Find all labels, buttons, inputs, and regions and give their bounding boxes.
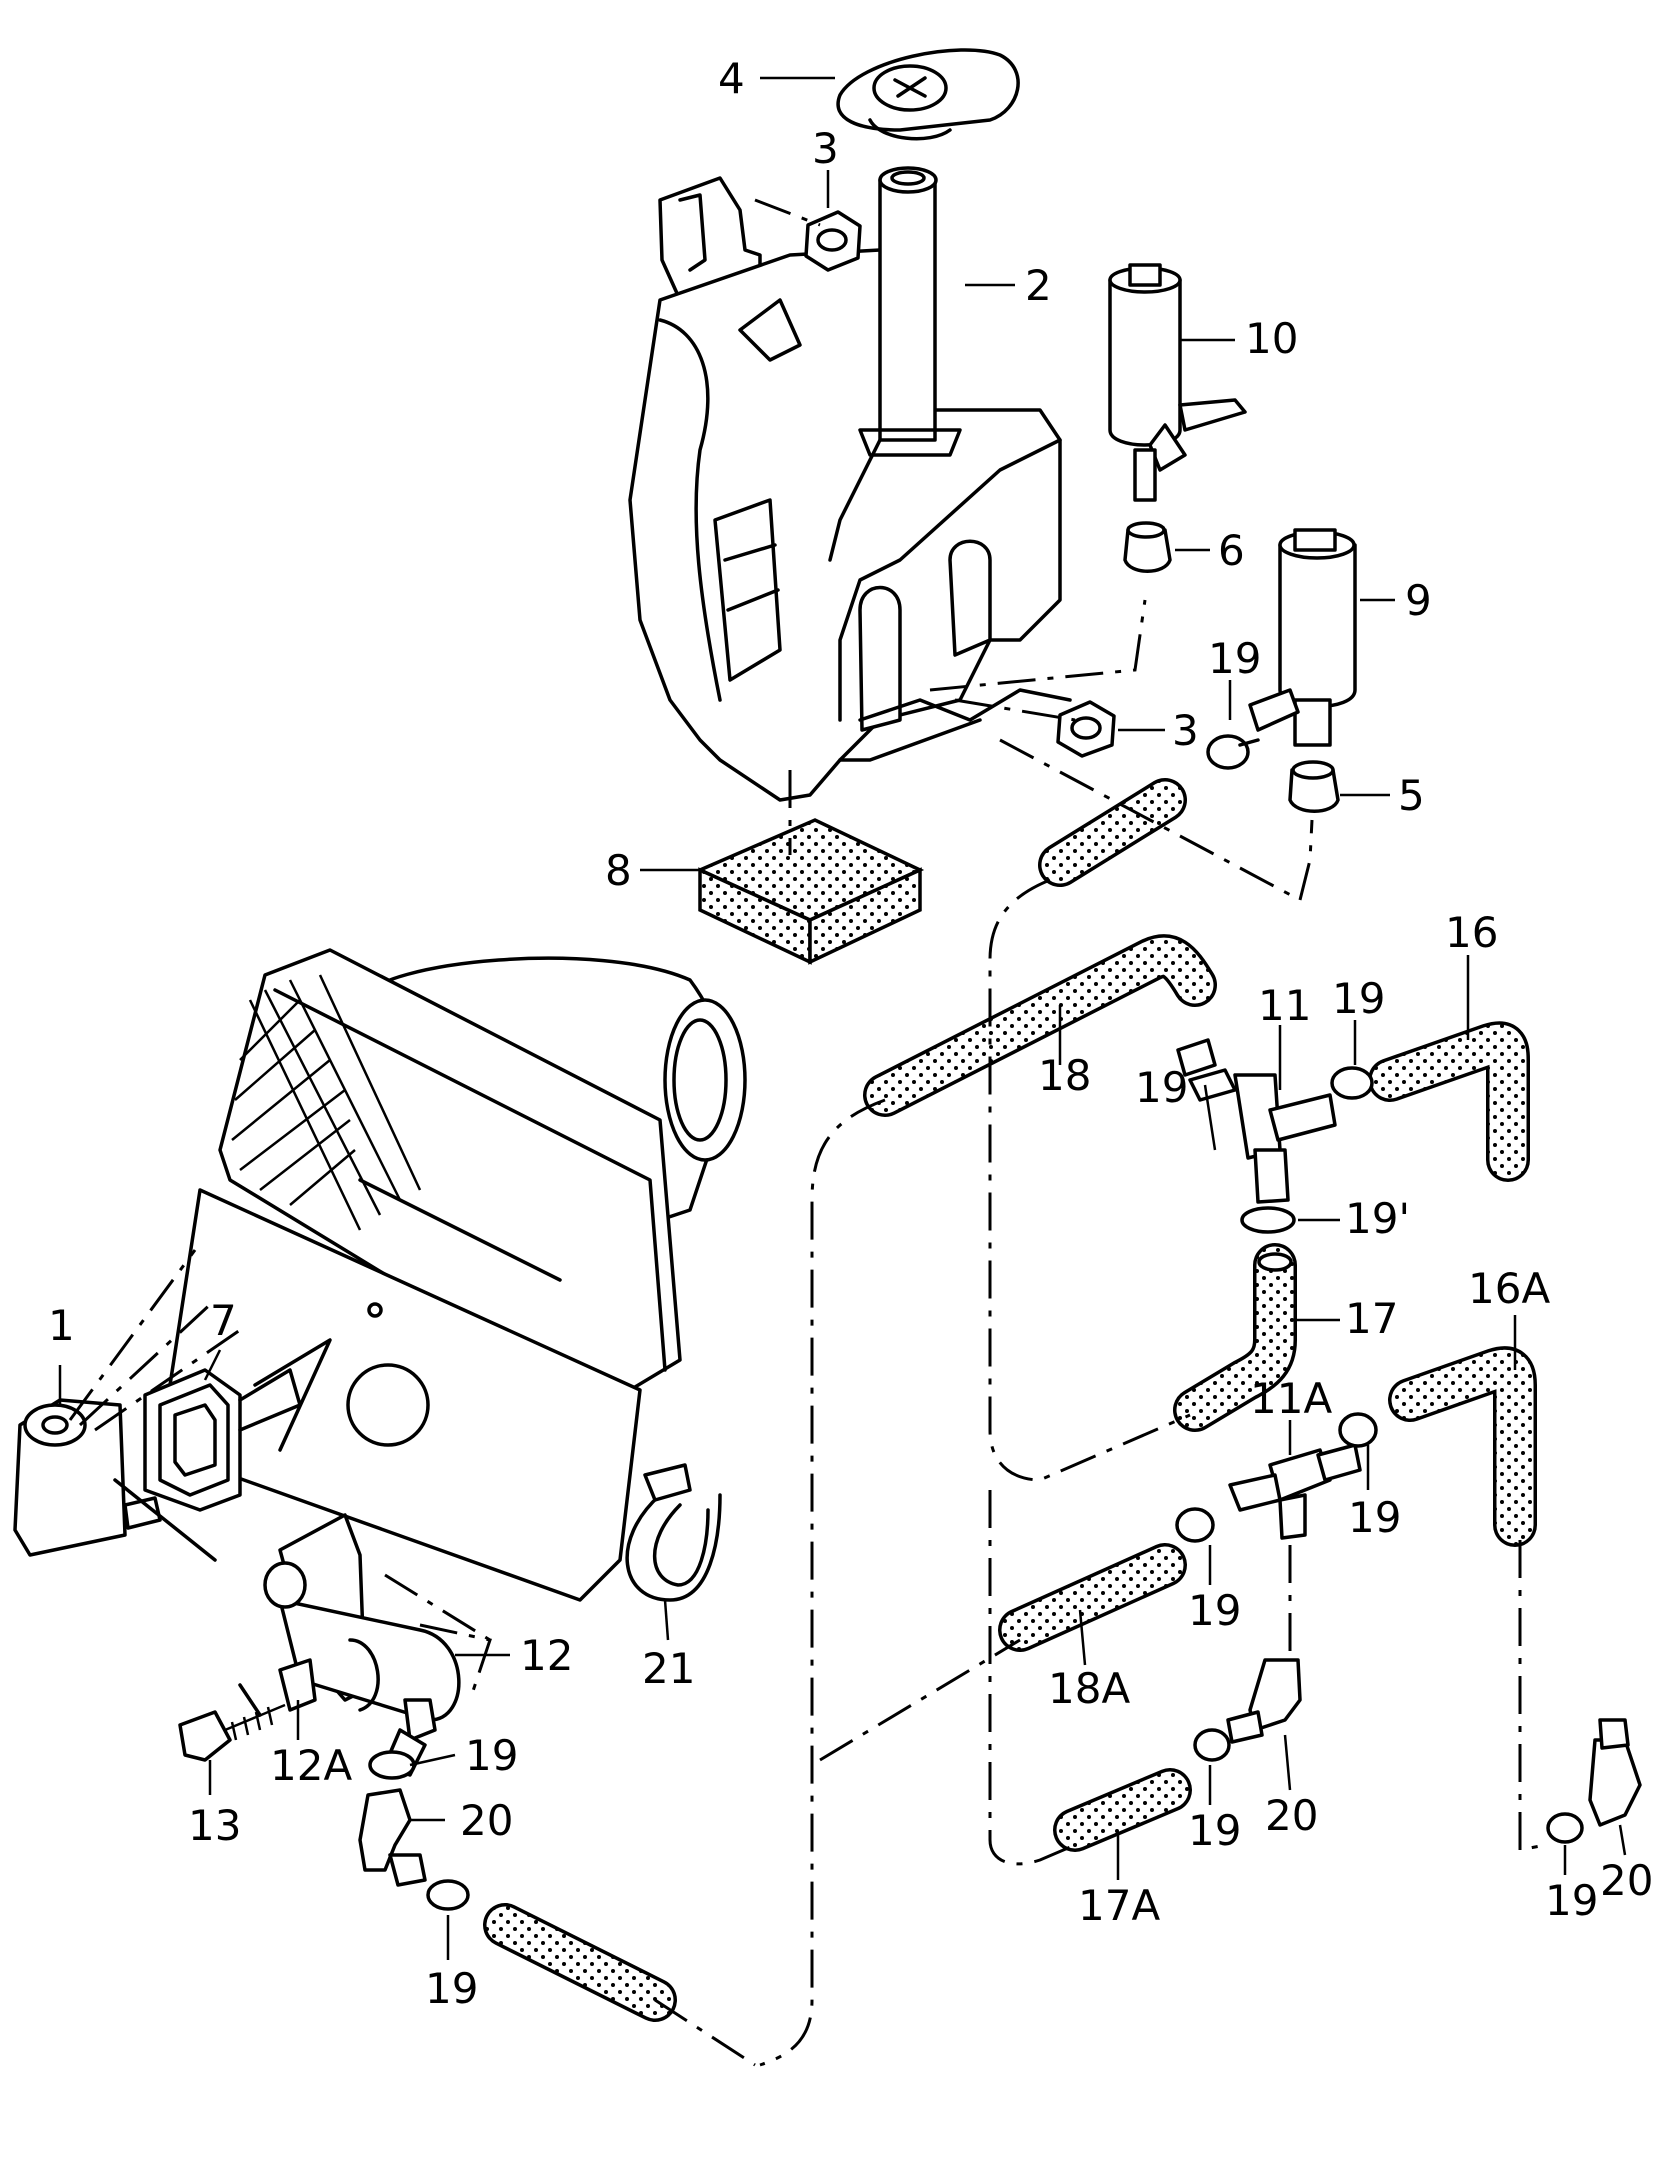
callout-17: 17 — [1345, 1294, 1399, 1343]
callout-3-lower: 3 — [1172, 706, 1199, 755]
hose-clamp-11a-left — [1175, 1507, 1215, 1543]
washer-pump-12 — [263, 1513, 461, 1777]
nut-lower — [1056, 700, 1116, 758]
clip-12a — [278, 1658, 317, 1712]
headlight — [158, 948, 747, 1602]
callout-17a: 17A — [1078, 1881, 1161, 1930]
callout-16a: 16A — [1468, 1264, 1551, 1313]
hose-clamp-11-bottom — [1240, 1206, 1296, 1234]
washer-nozzle — [13, 1249, 241, 1557]
callout-12a: 12A — [270, 1741, 353, 1790]
hose-clamp-11a-right — [1338, 1412, 1378, 1448]
hose-clamp-11-top — [1176, 1038, 1217, 1077]
hose-clamp-pump — [368, 1750, 416, 1780]
grommet-5 — [1288, 760, 1340, 813]
callout-19-a: 19 — [1208, 634, 1262, 683]
callout-19-e: 19 — [1188, 1586, 1242, 1635]
hose-clamp — [1206, 734, 1260, 770]
leader-lines — [58, 76, 1627, 1960]
callout-18a: 18A — [1048, 1664, 1131, 1713]
callout-10: 10 — [1245, 314, 1299, 363]
nozzle-seal — [143, 1368, 302, 1512]
callout-19-b: 19 — [1332, 974, 1386, 1023]
callout-11: 11 — [1258, 981, 1312, 1030]
callout-19-d: 19 — [1348, 1493, 1402, 1542]
cable-tie — [625, 1463, 722, 1602]
callout-19-f: 19 — [1188, 1806, 1242, 1855]
hose-clamp-lower — [426, 1879, 470, 1911]
elbow-connector-mid — [1226, 1658, 1302, 1744]
callout-8: 8 — [605, 846, 632, 895]
hose-end — [1257, 1252, 1293, 1272]
callout-19-c: 19 — [1135, 1063, 1189, 1112]
callout-2: 2 — [1025, 261, 1052, 310]
hose-clamp-11-right — [1330, 1066, 1374, 1100]
grommet-6 — [1123, 521, 1172, 573]
elbow-connector-right — [1588, 1718, 1642, 1827]
hose-clamp-20-right — [1546, 1812, 1584, 1844]
callout-4: 4 — [718, 54, 745, 103]
callout-11a: 11A — [1250, 1374, 1333, 1423]
foam-pad — [695, 818, 925, 965]
callout-9: 9 — [1405, 576, 1432, 625]
callout-20-right: 20 — [1600, 1856, 1654, 1905]
callout-19-i: 19 — [425, 1964, 479, 2013]
callout-16: 16 — [1445, 908, 1499, 957]
callout-19-h: 19 — [465, 1731, 519, 1780]
washer-reservoir — [628, 166, 1072, 802]
elbow-connector — [358, 1788, 427, 1887]
callout-12: 12 — [520, 1631, 574, 1680]
hose-clamp-20-mid — [1193, 1728, 1231, 1762]
callout-21: 21 — [642, 1644, 696, 1693]
nut-upper — [804, 210, 862, 272]
callout-5: 5 — [1398, 771, 1425, 820]
callout-7: 7 — [210, 1296, 237, 1345]
callout-20-left: 20 — [460, 1796, 514, 1845]
callout-19-g: 19 — [1545, 1876, 1599, 1925]
callout-3-upper: 3 — [812, 124, 839, 173]
washer-pump-10 — [1108, 263, 1247, 502]
washer-pump-9 — [1248, 528, 1357, 747]
screw-13 — [178, 1703, 286, 1762]
callout-1: 1 — [48, 1301, 75, 1350]
callout-18: 18 — [1038, 1051, 1092, 1100]
reservoir-cap — [836, 48, 1020, 141]
t-connector-11 — [1188, 1068, 1337, 1204]
callout-6: 6 — [1218, 526, 1245, 575]
callout-13: 13 — [188, 1801, 242, 1850]
t-connector-11a — [1228, 1443, 1362, 1540]
callout-19-prime: 19' — [1345, 1194, 1410, 1243]
callout-20-mid: 20 — [1265, 1791, 1319, 1840]
routing-lines — [754, 198, 1546, 2067]
